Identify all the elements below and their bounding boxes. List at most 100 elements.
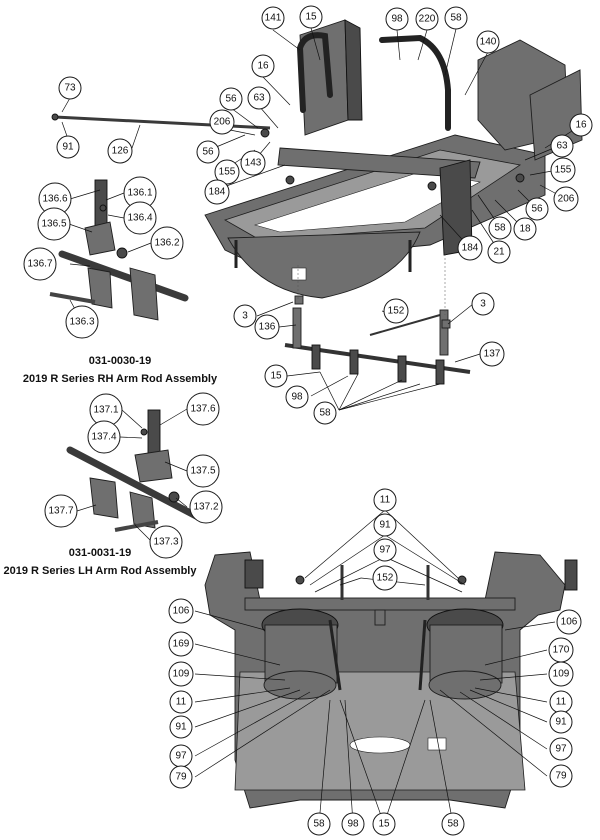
- lh-assembly-name: 2019 R Series LH Arm Rod Assembly: [4, 565, 198, 577]
- svg-text:170: 170: [553, 645, 570, 656]
- svg-text:91: 91: [379, 520, 391, 531]
- callout-bubble: 58: [444, 6, 468, 30]
- callout-bubble: 91: [56, 135, 80, 159]
- svg-text:169: 169: [173, 639, 190, 650]
- svg-text:58: 58: [313, 819, 325, 830]
- svg-text:18: 18: [519, 224, 531, 235]
- lh-arm-rod-drawing: [66, 409, 204, 532]
- callout-bubble: 169: [168, 631, 194, 657]
- svg-text:106: 106: [173, 606, 190, 617]
- svg-text:109: 109: [553, 669, 570, 680]
- svg-text:143: 143: [245, 158, 262, 169]
- callout-bubble: 136.7: [23, 247, 57, 281]
- svg-text:136.6: 136.6: [42, 194, 67, 205]
- svg-text:79: 79: [555, 771, 567, 782]
- svg-text:63: 63: [253, 93, 265, 104]
- callout-bubble: 220: [415, 7, 439, 31]
- lh-arm-callouts: 137.1 137.6 137.4 137.5 137.2 137.7 137.…: [44, 392, 223, 559]
- callout-bubble: 98: [385, 7, 409, 31]
- callout-bubble: 97: [549, 737, 573, 761]
- callout-bubble: 137.6: [186, 392, 220, 426]
- svg-text:11: 11: [176, 697, 187, 708]
- svg-text:140: 140: [480, 37, 497, 48]
- svg-text:184: 184: [209, 187, 226, 198]
- svg-text:56: 56: [531, 204, 543, 215]
- svg-text:97: 97: [175, 751, 187, 762]
- callout-bubble: 184: [457, 235, 483, 261]
- callout-bubble: 136.5: [37, 207, 71, 241]
- svg-text:73: 73: [64, 83, 76, 94]
- callout-bubble: 16: [569, 113, 593, 137]
- svg-text:56: 56: [202, 147, 214, 158]
- svg-text:155: 155: [219, 167, 236, 178]
- callout-bubble: 21: [487, 240, 511, 264]
- svg-text:136.2: 136.2: [154, 238, 179, 249]
- svg-text:97: 97: [555, 744, 567, 755]
- callout-bubble: 11: [549, 690, 573, 714]
- svg-text:16: 16: [257, 61, 269, 72]
- callout-bubble: 152: [372, 565, 398, 591]
- callout-bubble: 18: [513, 217, 537, 241]
- svg-text:137.2: 137.2: [193, 502, 218, 513]
- svg-text:58: 58: [447, 819, 459, 830]
- callout-bubble: 11: [373, 488, 397, 512]
- svg-text:11: 11: [556, 697, 567, 708]
- lh-assembly-caption: 031-0031-19 2019 R Series LH Arm Rod Ass…: [4, 547, 198, 577]
- svg-text:97: 97: [379, 545, 391, 556]
- callout-bubble: 137.1: [89, 393, 123, 427]
- pump-callouts: 11 91 97 152 106 106 169 170 109 109 11 …: [168, 488, 582, 836]
- callout-bubble: 79: [549, 764, 573, 788]
- svg-text:63: 63: [556, 141, 568, 152]
- rh-assembly-name: 2019 R Series RH Arm Rod Assembly: [23, 373, 218, 385]
- callout-bubble: 56: [525, 197, 549, 221]
- rh-arm-rod-drawing: [49, 179, 189, 321]
- callout-bubble: 106: [556, 609, 582, 635]
- rh-assembly-part-number: 031-0030-19: [89, 355, 151, 367]
- callout-bubble: 184: [204, 179, 230, 205]
- callout-bubble: 98: [341, 812, 365, 836]
- callout-bubble: 109: [548, 661, 574, 687]
- svg-text:91: 91: [175, 722, 187, 733]
- callout-bubble: 143: [240, 150, 266, 176]
- callout-bubble: 106: [168, 598, 194, 624]
- rh-arm-callouts: 136.6 136.1 136.5 136.4 136.2 136.7 136.…: [23, 176, 184, 339]
- svg-text:137.4: 137.4: [91, 432, 116, 443]
- callout-bubble: 58: [441, 812, 465, 836]
- svg-text:91: 91: [555, 717, 567, 728]
- svg-text:137.5: 137.5: [190, 466, 215, 477]
- callout-bubble: 15: [299, 5, 323, 29]
- svg-text:137.6: 137.6: [190, 404, 215, 415]
- svg-text:155: 155: [555, 165, 572, 176]
- callout-bubble: 137.7: [44, 494, 78, 528]
- callout-bubble: 137.2: [189, 490, 223, 524]
- svg-text:79: 79: [175, 772, 187, 783]
- callout-bubble: 58: [313, 401, 337, 425]
- svg-text:141: 141: [265, 13, 282, 24]
- svg-text:136.7: 136.7: [27, 259, 52, 270]
- callout-bubble: 56: [219, 87, 243, 111]
- callout-bubble: 15: [372, 812, 396, 836]
- svg-text:15: 15: [305, 12, 317, 23]
- svg-text:58: 58: [450, 13, 462, 24]
- callout-bubble: 136.2: [150, 226, 184, 260]
- callout-bubble: 16: [251, 54, 275, 78]
- svg-text:137.3: 137.3: [153, 537, 178, 548]
- callout-bubble: 63: [247, 86, 271, 110]
- callout-bubble: 137: [479, 341, 505, 367]
- callout-bubble: 206: [209, 109, 235, 135]
- callout-bubble: 155: [550, 157, 576, 183]
- svg-text:15: 15: [378, 819, 390, 830]
- svg-text:56: 56: [225, 94, 237, 105]
- svg-text:137.7: 137.7: [48, 506, 73, 517]
- callout-bubble: 170: [548, 637, 574, 663]
- svg-text:11: 11: [380, 495, 391, 506]
- svg-text:184: 184: [462, 243, 479, 254]
- callout-bubble: 3: [471, 292, 495, 316]
- svg-text:16: 16: [575, 120, 587, 131]
- svg-text:206: 206: [214, 117, 231, 128]
- svg-text:21: 21: [493, 247, 505, 258]
- callout-bubble: 206: [553, 186, 579, 212]
- callout-bubble: 137.3: [149, 525, 183, 559]
- svg-text:3: 3: [480, 299, 486, 310]
- svg-text:136: 136: [259, 322, 276, 333]
